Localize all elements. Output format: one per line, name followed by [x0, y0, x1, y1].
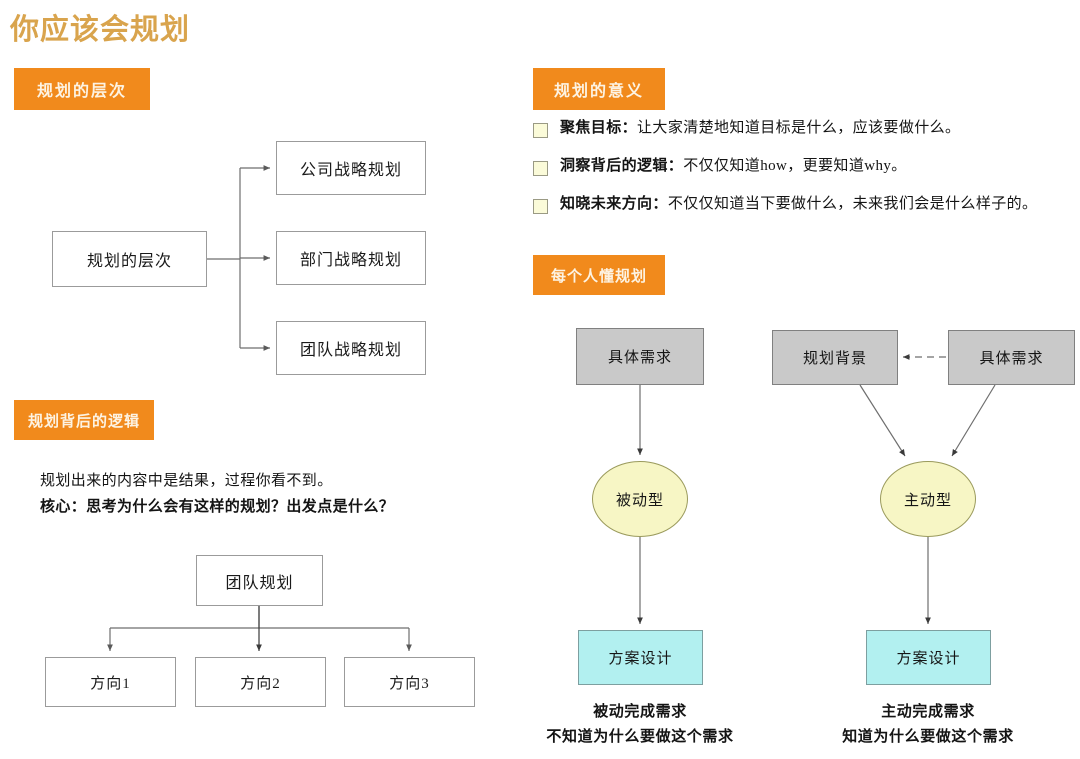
flow-passive-output: 方案设计	[578, 630, 703, 685]
meaning-list: 聚焦目标：让大家清楚地知道目标是什么，应该要做什么。 洞察背后的逻辑：不仅仅知道…	[533, 120, 1073, 234]
meaning-item-body-1: 让大家清楚地知道目标是什么，应该要做什么。	[637, 120, 961, 136]
meaning-list-item: 知晓未来方向：不仅仅知道当下要做什么，未来我们会是什么样子的。	[533, 196, 1073, 214]
node-direction-2: 方向2	[195, 657, 326, 707]
meaning-item-text-2: 洞察背后的逻辑：不仅仅知道how，更要知道why。	[560, 158, 907, 175]
node-direction-1: 方向1	[45, 657, 176, 707]
page-title: 你应该会规划	[10, 12, 191, 46]
flow-passive-caption: 被动完成需求 不知道为什么要做这个需求	[520, 700, 760, 750]
node-direction-3: 方向3	[344, 657, 475, 707]
meaning-item-label-1: 聚焦目标：	[560, 120, 638, 136]
section-badge-logic: 规划背后的逻辑	[14, 400, 154, 440]
checkbox-icon	[533, 123, 548, 138]
flow-active-type: 主动型	[880, 461, 976, 537]
checkbox-icon	[533, 161, 548, 176]
logic-line-2-label: 核心：	[40, 499, 87, 515]
flow-passive-input: 具体需求	[576, 328, 704, 385]
node-levels-child-1: 公司战略规划	[276, 141, 426, 195]
flow-active-input-right: 具体需求	[948, 330, 1075, 385]
logic-line-2-text: 思考为什么会有这样的规划？出发点是什么？	[86, 499, 395, 515]
meaning-list-item: 洞察背后的逻辑：不仅仅知道how，更要知道why。	[533, 158, 1073, 176]
flow-active-caption-line-2: 知道为什么要做这个需求	[842, 729, 1014, 745]
flow-passive-type: 被动型	[592, 461, 688, 537]
logic-paragraph: 规划出来的内容中是结果，过程你看不到。 核心：思考为什么会有这样的规划？出发点是…	[40, 468, 394, 520]
flow-passive-caption-line-2: 不知道为什么要做这个需求	[546, 729, 734, 745]
node-levels-root: 规划的层次	[52, 231, 207, 287]
meaning-item-body-3: 不仅仅知道当下要做什么，未来我们会是什么样子的。	[667, 196, 1038, 212]
section-badge-levels: 规划的层次	[14, 68, 150, 110]
flow-active-input-left: 规划背景	[772, 330, 898, 385]
meaning-item-text-3: 知晓未来方向：不仅仅知道当下要做什么，未来我们会是什么样子的。	[560, 196, 1037, 213]
meaning-item-label-2: 洞察背后的逻辑：	[560, 158, 684, 174]
flow-active-output: 方案设计	[866, 630, 991, 685]
logic-line-2: 核心：思考为什么会有这样的规划？出发点是什么？	[40, 494, 394, 520]
node-levels-child-3: 团队战略规划	[276, 321, 426, 375]
checkbox-icon	[533, 199, 548, 214]
node-team-plan-root: 团队规划	[196, 555, 323, 606]
meaning-list-item: 聚焦目标：让大家清楚地知道目标是什么，应该要做什么。	[533, 120, 1073, 138]
flow-active-caption-line-1: 主动完成需求	[881, 704, 975, 720]
section-badge-meaning: 规划的意义	[533, 68, 665, 110]
node-levels-child-2: 部门战略规划	[276, 231, 426, 285]
meaning-item-text-1: 聚焦目标：让大家清楚地知道目标是什么，应该要做什么。	[560, 120, 960, 137]
meaning-item-body-2: 不仅仅知道how，更要知道why。	[683, 158, 907, 174]
meaning-item-label-3: 知晓未来方向：	[560, 196, 668, 212]
flow-passive-caption-line-1: 被动完成需求	[593, 704, 687, 720]
flow-active-caption: 主动完成需求 知道为什么要做这个需求	[808, 700, 1048, 750]
section-badge-everyone: 每个人懂规划	[533, 255, 665, 295]
logic-line-1: 规划出来的内容中是结果，过程你看不到。	[40, 473, 333, 489]
